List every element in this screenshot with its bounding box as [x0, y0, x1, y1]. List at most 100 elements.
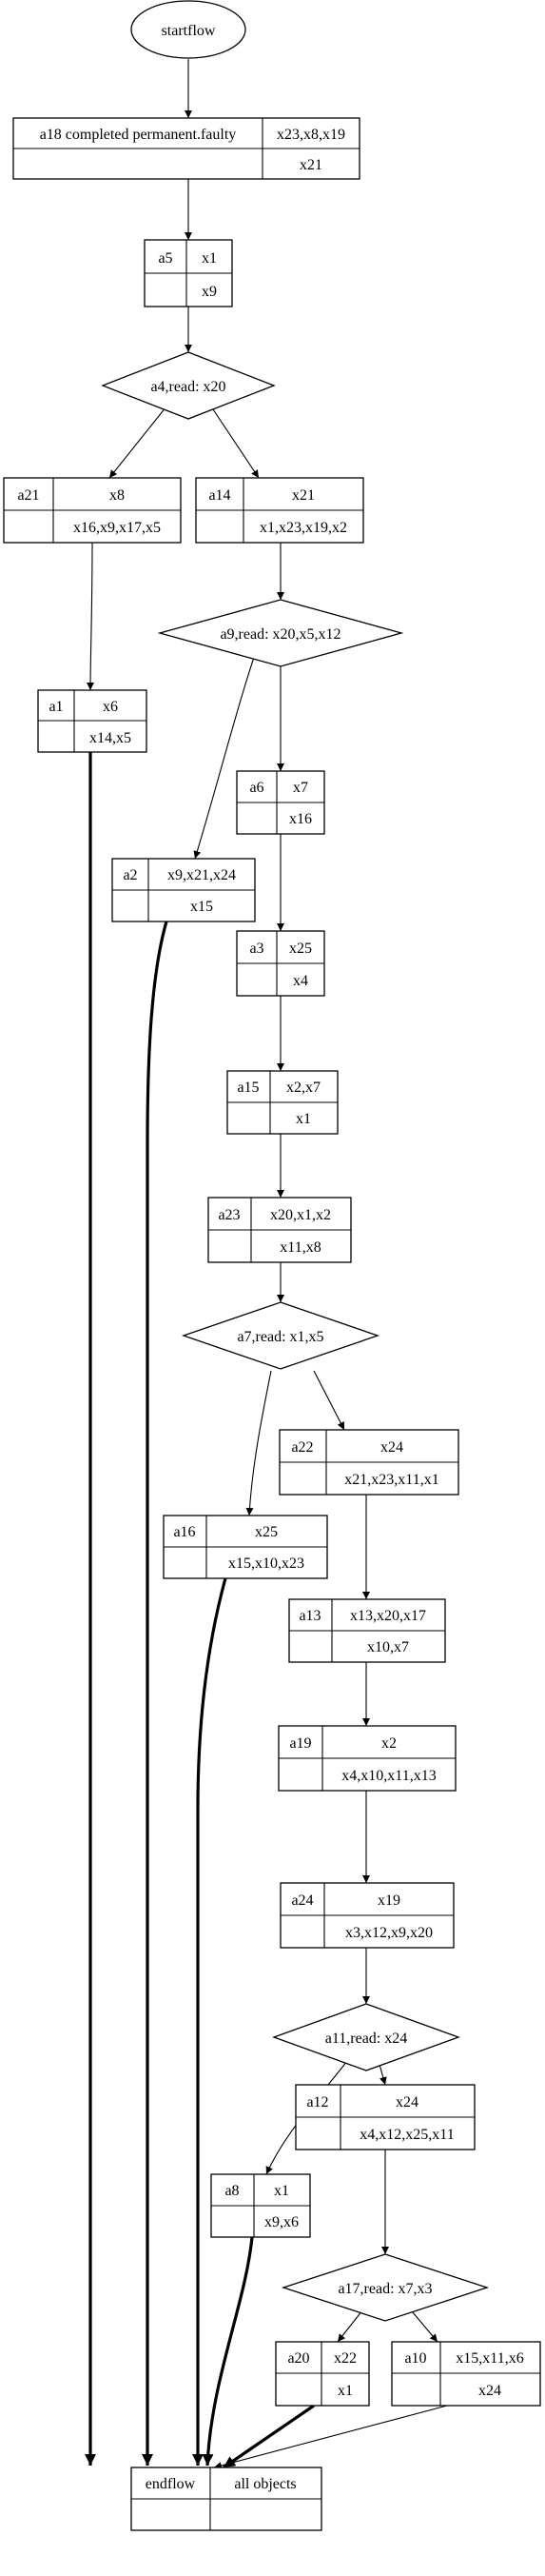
- node-a22-top: x24: [380, 1439, 403, 1456]
- end-node-top: all objects: [234, 2476, 296, 2492]
- end-node-id: endflow: [146, 2476, 196, 2492]
- node-a3: a3 x25 x4: [236, 930, 325, 997]
- node-a22: a22 x24 x21,x23,x11,x1: [279, 1429, 459, 1496]
- decision-a7-label: a7,read: x1,x5: [237, 1329, 323, 1345]
- node-a12-id: a12: [306, 2094, 328, 2110]
- node-a20-bottom: x1: [338, 2383, 353, 2399]
- node-a8-id: a8: [224, 2183, 239, 2199]
- decision-a4-label: a4,read: x20: [150, 379, 225, 395]
- decision-a17: a17,read: x7,x3: [281, 2253, 490, 2322]
- node-a12-top: x24: [396, 2094, 418, 2110]
- node-a1-bottom: x14,x5: [89, 730, 131, 746]
- decision-a7: a7,read: x1,x5: [181, 1301, 380, 1370]
- node-a2-bottom: x15: [190, 899, 213, 915]
- node-a12-bottom: x4,x12,x25,x11: [360, 2127, 454, 2143]
- node-a5-id: a5: [158, 250, 172, 267]
- node-a20-id: a20: [287, 2350, 309, 2367]
- node-a13-id: a13: [299, 1608, 321, 1624]
- edge-a16-end: [192, 1577, 227, 2466]
- start-node: startflow: [130, 0, 246, 59]
- node-a3-bottom: x4: [293, 973, 308, 989]
- node-a10: a10 x15,x11,x6 x24: [391, 2341, 541, 2407]
- node-a15: a15 x2,x7 x1: [226, 1070, 339, 1135]
- node-a6-top: x7: [293, 780, 308, 796]
- decision-a11-label: a11,read: x24: [325, 2031, 407, 2047]
- decision-a4: a4,read: x20: [101, 351, 276, 420]
- node-a16-bottom: x15,x10,x23: [228, 1556, 304, 1572]
- node-a1-top: x6: [103, 699, 118, 715]
- node-a23-top: x20,x1,x2: [270, 1207, 331, 1223]
- edge-a2-end: [142, 921, 168, 2466]
- node-a8-top: x1: [274, 2183, 289, 2199]
- node-a18: a18 completed permanent.faulty x23,x8,x1…: [12, 117, 360, 180]
- start-label: startflow: [162, 23, 216, 39]
- node-a24-id: a24: [291, 1892, 313, 1909]
- node-a12: a12 x24 x4,x12,x25,x11: [295, 2084, 476, 2150]
- node-a2-id: a2: [123, 867, 137, 883]
- node-a24-bottom: x3,x12,x9,x20: [345, 1925, 433, 1941]
- node-a14-bottom: x1,x23,x19,x2: [260, 520, 347, 536]
- node-a2-top: x9,x21,x24: [167, 867, 236, 883]
- node-a19-top: x2: [381, 1735, 397, 1752]
- end-node: endflow all objects: [130, 2467, 322, 2531]
- node-a10-id: a10: [404, 2350, 426, 2367]
- node-a3-top: x25: [289, 941, 312, 957]
- node-a18-top: x23,x8,x19: [277, 127, 345, 143]
- node-a13-bottom: x10,x7: [367, 1639, 409, 1655]
- node-a10-top: x15,x11,x6: [456, 2350, 523, 2367]
- node-a13: a13 x13,x20,x17 x10,x7: [288, 1598, 446, 1663]
- node-a5-bottom: x9: [202, 284, 217, 300]
- node-a15-id: a15: [237, 1080, 259, 1096]
- node-a8-bottom: x9,x6: [264, 2214, 299, 2230]
- edge-a20-end: [223, 2404, 315, 2469]
- node-a16-top: x25: [255, 1524, 278, 1540]
- node-a1-id: a1: [49, 699, 63, 715]
- node-a10-bottom: x24: [478, 2383, 501, 2399]
- node-a3-id: a3: [249, 941, 263, 957]
- node-a6-bottom: x16: [289, 811, 312, 827]
- node-a24: a24 x19 x3,x12,x9,x20: [280, 1882, 455, 1949]
- node-a14-top: x21: [292, 487, 315, 504]
- node-a19: a19 x2 x4,x10,x11,x13: [278, 1725, 457, 1792]
- edge-a21-a1: [87, 542, 95, 691]
- node-a15-bottom: x1: [296, 1111, 311, 1127]
- decision-a9: a9,read: x20,x5,x12: [157, 599, 404, 667]
- node-a23-bottom: x11,x8: [280, 1239, 321, 1256]
- edge-a8-end: [202, 2236, 254, 2467]
- edge-a7-a22: [313, 1370, 345, 1431]
- edge-a10-end: [213, 2405, 448, 2469]
- node-a15-top: x2,x7: [286, 1080, 321, 1096]
- node-a6: a6 x7 x16: [236, 770, 325, 835]
- edges: [85, 59, 448, 2469]
- node-a21-top: x8: [109, 487, 125, 504]
- node-a21-id: a21: [17, 487, 39, 504]
- node-a20: a20 x22 x1: [275, 2341, 370, 2407]
- node-a14-id: a14: [208, 487, 230, 504]
- node-a23-id: a23: [218, 1207, 240, 1223]
- node-a23: a23 x20,x1,x2 x11,x8: [207, 1197, 352, 1263]
- edge-a4-a14: [210, 406, 260, 479]
- node-a5: a5 x1 x9: [144, 239, 233, 307]
- node-a19-id: a19: [289, 1735, 311, 1752]
- node-a20-top: x22: [334, 2350, 357, 2367]
- node-a6-id: a6: [249, 780, 263, 796]
- node-a1: a1 x6 x14,x5: [37, 689, 147, 753]
- node-a21: a21 x8 x16,x9,x17,x5: [3, 477, 182, 544]
- node-a8: a8 x1 x9,x6: [210, 2173, 311, 2238]
- decision-a17-label: a17,read: x7,x3: [338, 2281, 432, 2297]
- node-a5-top: x1: [202, 250, 217, 267]
- node-a13-top: x13,x20,x17: [350, 1608, 426, 1624]
- node-a16: a16 x25 x15,x10,x23: [163, 1515, 328, 1579]
- node-a18-id: a18 completed permanent.faulty: [40, 127, 237, 143]
- node-a18-bottom: x21: [300, 157, 322, 173]
- node-a24-top: x19: [378, 1892, 400, 1909]
- node-a2: a2 x9,x21,x24 x15: [111, 858, 256, 922]
- node-a22-id: a22: [291, 1439, 313, 1456]
- decision-a9-label: a9,read: x20,x5,x12: [220, 626, 341, 643]
- edge-a7-a16: [245, 1370, 272, 1516]
- node-a22-bottom: x21,x23,x11,x1: [344, 1472, 438, 1488]
- decision-a11: a11,read: x24: [272, 2003, 460, 2071]
- node-a21-bottom: x16,x9,x17,x5: [73, 520, 161, 536]
- node-a19-bottom: x4,x10,x11,x13: [341, 1768, 436, 1784]
